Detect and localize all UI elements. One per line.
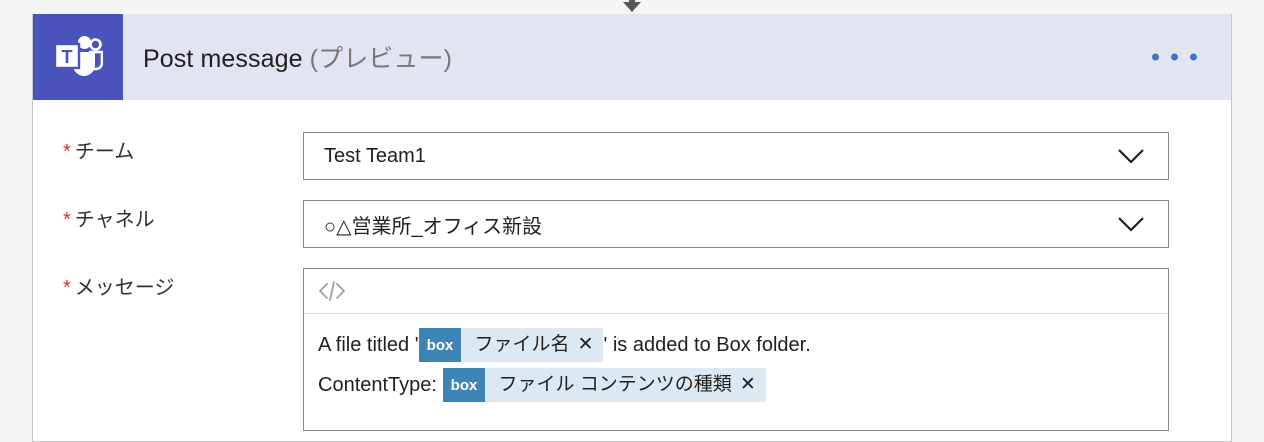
ellipsis-icon[interactable] (1144, 46, 1205, 69)
chevron-down-icon[interactable] (1116, 215, 1146, 233)
field-label-text: チーム (74, 141, 135, 163)
field-control-channel: ○△営業所_オフィス新設 (303, 200, 1231, 248)
ellipsis-dot (1171, 53, 1178, 61)
token-label: ファイル名 (474, 334, 570, 355)
editor-content[interactable]: A file titled ' box ファイル名 ✕ ' is (304, 314, 1168, 430)
message-richtext-editor[interactable]: A file titled ' box ファイル名 ✕ ' is (303, 268, 1169, 431)
editor-text: A file titled ' (318, 334, 419, 356)
close-icon[interactable]: ✕ (577, 334, 594, 355)
field-label-channel: *チャネル (33, 200, 303, 234)
team-dropdown[interactable]: Test Team1 (303, 132, 1169, 180)
field-label-team: *チーム (33, 132, 303, 166)
arrow-down-icon (620, 0, 644, 13)
card-header: T Post message (プレビュー) (33, 14, 1231, 100)
editor-text: ContentType: (318, 374, 443, 396)
token-label: ファイル コンテンツの種類 (498, 374, 732, 395)
required-asterisk: * (63, 141, 71, 163)
field-control-team: Test Team1 (303, 132, 1231, 180)
dynamic-content-token[interactable]: box ファイル名 ✕ (418, 328, 604, 362)
svg-text:T: T (62, 47, 73, 67)
editor-line: ContentType: box ファイル コンテンツの種類 ✕ (318, 368, 1154, 402)
field-label-text: メッセージ (74, 277, 175, 299)
svg-text:box: box (450, 377, 477, 393)
dynamic-content-token[interactable]: box ファイル コンテンツの種類 ✕ (442, 368, 766, 402)
field-label-text: チャネル (74, 209, 155, 231)
box-icon: box (418, 328, 461, 362)
editor-text: ' is added to Box folder. (603, 334, 811, 356)
field-control-message: A file titled ' box ファイル名 ✕ ' is (303, 268, 1231, 431)
microsoft-teams-icon: T (33, 14, 123, 100)
editor-line: A file titled ' box ファイル名 ✕ ' is (318, 328, 1154, 362)
channel-dropdown-value: ○△営業所_オフィス新設 (324, 215, 543, 238)
box-icon: box (442, 368, 485, 402)
chevron-down-icon[interactable] (1116, 147, 1146, 165)
flow-connector (0, 0, 1264, 14)
close-icon[interactable]: ✕ (739, 374, 756, 395)
ellipsis-dot (1152, 53, 1159, 61)
channel-dropdown[interactable]: ○△営業所_オフィス新設 (303, 200, 1169, 248)
team-dropdown-value: Test Team1 (324, 144, 426, 167)
card-body: *チーム Test Team1 *チャネル ○△ (33, 100, 1231, 440)
svg-text:box: box (426, 337, 453, 353)
field-label-message: *メッセージ (33, 268, 303, 302)
page-title: Post message (プレビュー) (143, 39, 452, 75)
code-view-icon[interactable] (310, 273, 354, 309)
card-title-main: Post message (143, 45, 303, 73)
editor-toolbar (304, 269, 1168, 314)
field-row-team: *チーム Test Team1 (33, 132, 1231, 180)
post-message-action-card: T Post message (プレビュー) *チーム Test Team1 (32, 14, 1232, 442)
field-row-message: *メッセージ (33, 268, 1231, 431)
required-asterisk: * (63, 277, 71, 299)
ellipsis-dot (1190, 53, 1197, 61)
required-asterisk: * (63, 209, 71, 231)
card-title-preview-suffix: (プレビュー) (309, 45, 453, 73)
field-row-channel: *チャネル ○△営業所_オフィス新設 (33, 200, 1231, 248)
